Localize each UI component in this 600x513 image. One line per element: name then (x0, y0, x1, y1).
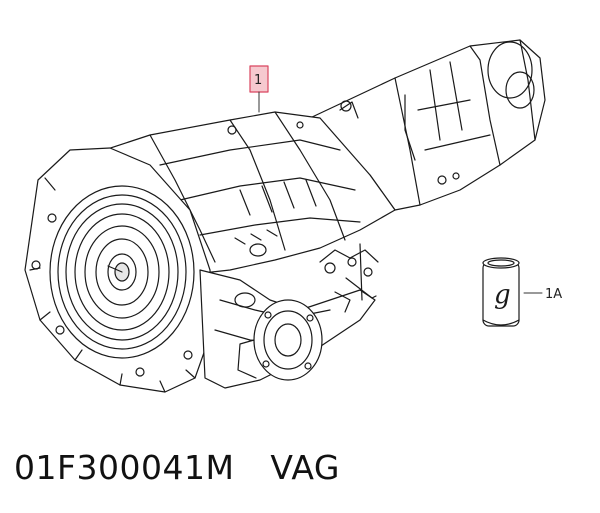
torque-converter (49, 185, 195, 359)
oil-can-icon: g (482, 257, 520, 327)
part-number: 01F300041M (14, 448, 235, 487)
oil-can-logo: g (494, 280, 511, 310)
callout-1a[interactable]: 1A (523, 287, 562, 302)
callout-1[interactable]: 1 (249, 65, 269, 113)
transmission-diagram: 1 g 1A (24, 39, 562, 393)
drive-flange (237, 299, 323, 381)
selector-linkage (319, 243, 379, 313)
callout-1a-label: 1A (545, 287, 562, 302)
callout-1-label: 1 (254, 73, 262, 88)
brand-name: VAG (270, 448, 340, 487)
part-caption: 01F300041M VAG (14, 448, 340, 487)
